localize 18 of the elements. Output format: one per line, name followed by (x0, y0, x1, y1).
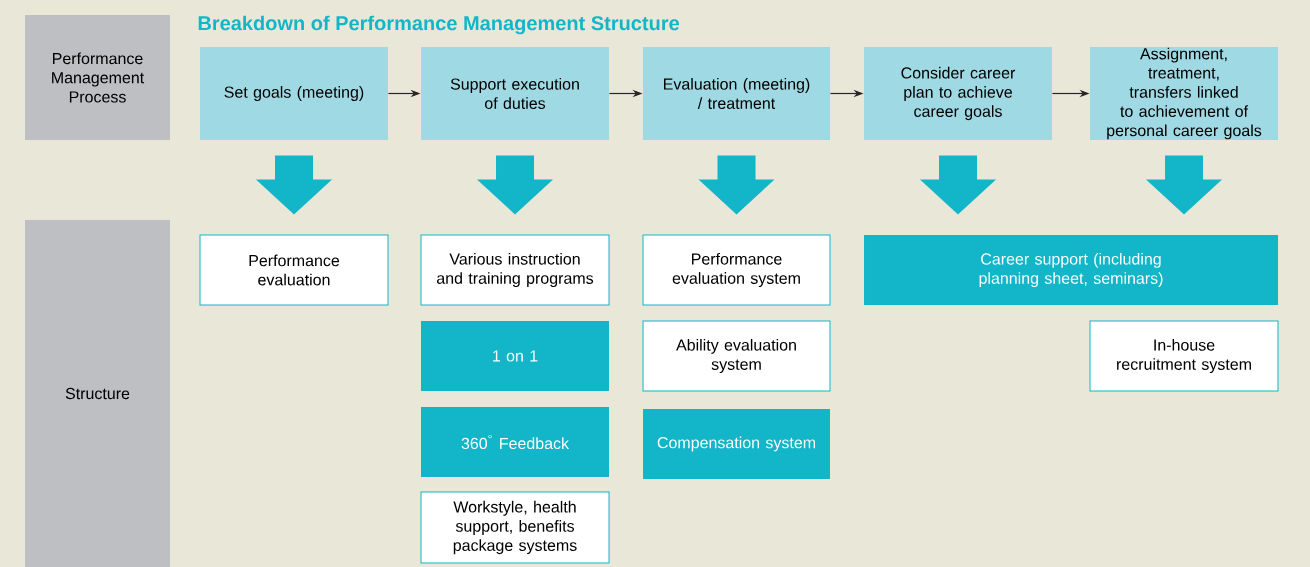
system-box: Compensation system (643, 409, 830, 479)
system-box: Career support (including planning sheet, seminars) (864, 235, 1278, 305)
system-box: Workstyle, health support, benefits package systems (420, 491, 610, 564)
system-box: In-house recruitment system (1089, 320, 1279, 392)
system-box: 360$^{°}$ Feedback (421, 407, 609, 477)
panel-box: Performance Management Process (25, 15, 170, 140)
process-box: Evaluation (meeting) / treatment (643, 47, 830, 140)
system-box: Various instruction and training programs (420, 234, 610, 306)
panel-box: Structure (25, 220, 170, 567)
process-box: Assignment, treatment, transfers linked to achievement of personal career goals (1090, 47, 1278, 140)
system-box: Performance evaluation (199, 234, 389, 306)
process-box: Support execution of duties (421, 47, 609, 140)
process-box: Consider career plan to achieve career goals (864, 47, 1052, 140)
system-box: 1 on 1 (421, 321, 609, 391)
system-box: Ability evaluation system (642, 320, 831, 392)
title: Breakdown of Performance Management Structure (198, 15, 680, 35)
process-box: Set goals (meeting) (200, 47, 388, 140)
system-box: Performance evaluation system (642, 234, 831, 306)
